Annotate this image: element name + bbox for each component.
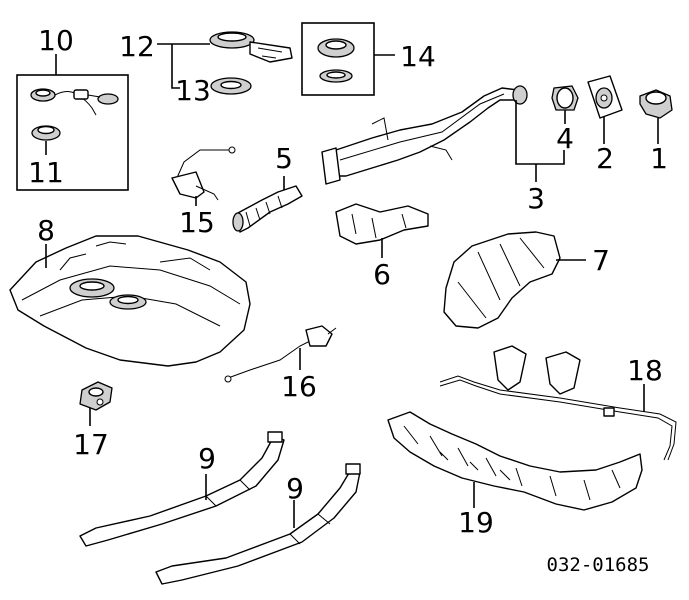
part-16-cable (224, 325, 337, 383)
part-1-fuel-cap (639, 89, 673, 119)
callout-2: 2 (596, 142, 614, 175)
callout-8: 8 (37, 214, 55, 247)
callout-6: 6 (373, 258, 391, 291)
part-11-gasket (31, 125, 61, 141)
diagram-code: 032-01685 (547, 554, 650, 576)
callout-17: 17 (73, 428, 109, 461)
callout-15: 15 (179, 206, 215, 239)
callout-19: 19 (458, 506, 494, 539)
part-6-bracket (335, 203, 429, 245)
part-8-fuel-tank (9, 235, 251, 367)
part-9-tank-strap-upper (79, 431, 285, 547)
part-17-valve (79, 381, 113, 411)
part-2-filler-base (587, 75, 623, 119)
callout-3: 3 (527, 182, 545, 215)
callout-13: 13 (175, 74, 211, 107)
callout-4: 4 (556, 122, 574, 155)
part-9-tank-strap-lower (155, 463, 361, 585)
callout-11: 11 (28, 156, 64, 189)
part-3-fuel-filler-pipe (321, 85, 528, 185)
part-15-breather-tube (171, 146, 236, 201)
part-4-filler-cap-ring (551, 85, 579, 111)
callout-14: 14 (400, 40, 436, 73)
part-10-fuel-gauge-unit (30, 88, 119, 116)
part-12-fuel-pump-assy (209, 31, 293, 63)
callout-10: 10 (38, 24, 74, 57)
part-5-filler-hose (232, 185, 303, 233)
part-18-vapor-pipe (439, 345, 677, 461)
part-14-lock-ring (317, 38, 355, 83)
callout-12: 12 (119, 30, 155, 63)
callout-16: 16 (281, 370, 317, 403)
callout-9a: 9 (198, 442, 216, 475)
leader-3 (515, 100, 565, 165)
callout-1: 1 (650, 142, 668, 175)
part-13-pump-gasket (210, 77, 252, 95)
callout-5: 5 (275, 142, 293, 175)
leader-13 (171, 44, 180, 89)
part-19-heat-shield (387, 411, 643, 511)
part-7-filler-pipe-protector (443, 231, 561, 329)
detail-box-14 (301, 22, 375, 96)
detail-box-10-11 (16, 74, 129, 191)
callout-18: 18 (627, 354, 663, 387)
callout-9b: 9 (286, 472, 304, 505)
callout-7: 7 (592, 244, 610, 277)
